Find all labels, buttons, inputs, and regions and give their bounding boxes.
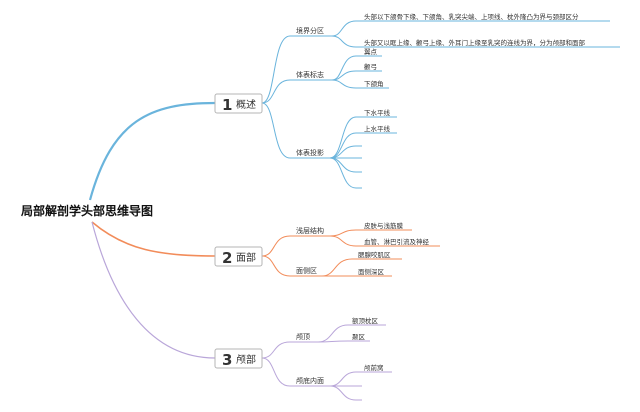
section-3-number: 3 [222,351,232,369]
leaf-superficial-1: 皮肤与浅筋膜 [364,221,404,230]
branch-line-1 [88,101,216,201]
subtopic-surface-landmarks: 体表标志 [296,70,324,79]
leaf-skull-base-1: 颅前窝 [364,363,384,372]
root-title: 局部解剖学头部思维导图 [21,203,153,218]
subtopic-cranial-vault: 颅顶 [296,332,310,341]
branch-line-3 [91,221,216,359]
leaf-boundary-2: 头部又以眶上缘、颧弓上缘、外耳门上缘至乳突的连线为界，分为颅部和面部 [364,38,586,47]
section-1-node[interactable]: 1 概述 [214,93,263,114]
leaf-landmark-3: 下颌角 [364,79,384,88]
subtopic-boundary: 境界分区 [296,26,324,35]
leaf-boundary-1: 头部以下颌骨下缘、下颌角、乳突尖端、上项线、枕外隆凸为界与颈部区分 [364,12,579,21]
subtopic-superficial-structures: 浅层结构 [296,226,324,235]
section-1-connectors [261,20,620,189]
branch-line-2 [91,221,216,257]
section-2-node[interactable]: 2 面部 [214,246,263,267]
section-2-connectors [261,229,440,277]
leaf-superficial-2: 血管、淋巴引流及神经 [364,237,430,246]
leaf-projection-1: 下水平线 [364,108,391,117]
section-3-connectors [261,324,392,401]
leaf-lateral-1: 腮腺咬肌区 [358,250,391,259]
subtopic-lateral-face: 面侧区 [296,266,317,275]
section-1-label: 概述 [236,98,256,111]
leaf-vault-1: 额顶枕区 [352,316,379,325]
subtopic-internal-skull-base: 颅底内面 [296,376,324,385]
leaf-lateral-2: 面侧深区 [358,267,385,276]
section-3-node[interactable]: 3 颅部 [214,348,263,369]
section-1-number: 1 [222,96,232,114]
section-2-number: 2 [222,249,232,267]
leaf-landmark-2: 颧弓 [364,62,377,71]
leaf-vault-2: 颞区 [352,333,366,341]
section-3-label: 颅部 [236,353,256,366]
section-2-label: 面部 [236,251,256,264]
subtopic-surface-projection: 体表投影 [296,148,324,157]
leaf-landmark-1: 翼点 [364,48,378,56]
leaf-projection-2: 上水平线 [364,124,391,133]
